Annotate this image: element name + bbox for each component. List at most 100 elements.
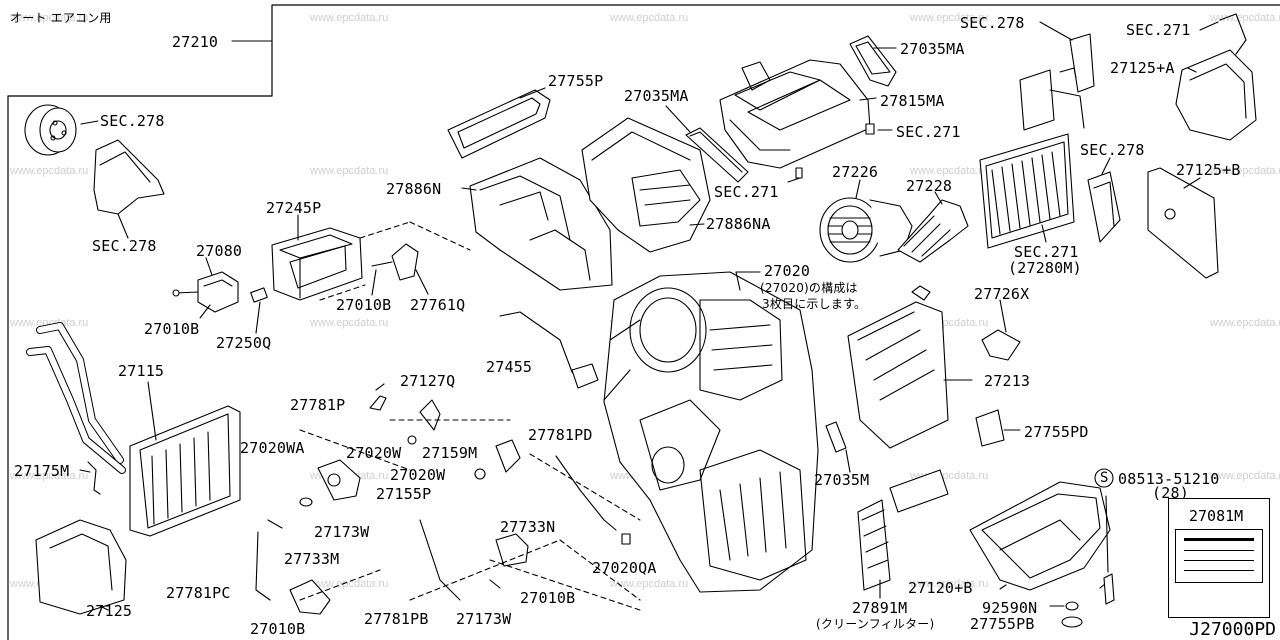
watermark: www.epcdata.ru xyxy=(10,470,89,482)
watermark: www.epcdata.ru xyxy=(10,12,89,24)
part-label-sec271[interactable]: SEC.271 xyxy=(1014,243,1079,261)
foot-frame-icon xyxy=(271,214,471,301)
part-label-27081M: 27081M xyxy=(1189,507,1244,525)
part-label-27781P[interactable]: 27781P xyxy=(290,396,346,414)
part-label-27173W[interactable]: 27173W xyxy=(456,610,512,628)
watermark: www.epcdata.ru xyxy=(10,165,89,177)
part-label-27125-a[interactable]: 27125+A xyxy=(1110,59,1175,77)
part-label-27815MA[interactable]: 27815MA xyxy=(880,92,945,110)
frame-border xyxy=(7,4,1280,640)
part-label-27781PB[interactable]: 27781PB xyxy=(364,610,429,628)
intake-housing-icon xyxy=(461,157,613,291)
part-label-27020WA[interactable]: 27020WA xyxy=(240,439,305,457)
watermark: www.epcdata.ru xyxy=(310,12,389,24)
circle-s-marker xyxy=(1094,468,1114,488)
door-actuator-icon xyxy=(267,519,529,615)
evaporator-core-icon xyxy=(979,69,1085,249)
part-label-27886N[interactable]: 27886N xyxy=(386,180,442,198)
foot-duct-icon xyxy=(93,139,165,239)
part-label-08513-51210[interactable]: 08513-51210 xyxy=(1118,470,1220,488)
part-label-27115[interactable]: 27115 xyxy=(118,362,165,380)
part-label-27280M[interactable]: (27280M) xyxy=(1008,259,1082,277)
lower-duct-icon xyxy=(35,519,127,615)
part-label-sec271[interactable]: SEC.271 xyxy=(1126,21,1191,39)
watermark: www.epcdata.ru xyxy=(910,165,989,177)
part-label-27781PC[interactable]: 27781PC xyxy=(166,584,231,602)
part-label-27020W[interactable]: 27020W xyxy=(346,444,402,462)
seal-frame-icon xyxy=(447,87,551,159)
assembly-note: (27020)の構成は xyxy=(760,281,858,295)
filter-cover-icon xyxy=(847,285,973,449)
card-line xyxy=(1184,560,1254,561)
seal-ring-icon xyxy=(849,35,897,87)
part-label-27020[interactable]: 27020 xyxy=(764,262,811,280)
part-label-sec271[interactable]: SEC.271 xyxy=(896,123,961,141)
watermark: www.epcdata.ru xyxy=(910,578,989,590)
blower-disc-icon xyxy=(24,104,99,156)
part-label-27159M[interactable]: 27159M xyxy=(422,444,478,462)
part-label-92590N[interactable]: 92590N xyxy=(982,599,1038,617)
drain-tray-icon xyxy=(969,481,1111,591)
part-label-27226[interactable]: 27226 xyxy=(832,163,879,181)
part-label-27455[interactable]: 27455 xyxy=(486,358,533,376)
part-label-27125[interactable]: 27125 xyxy=(86,602,133,620)
part-label-27250Q[interactable]: 27250Q xyxy=(216,334,272,352)
card-line xyxy=(1184,550,1254,551)
part-label-27127Q[interactable]: 27127Q xyxy=(400,372,456,390)
diagram-id: J27000PD xyxy=(1189,619,1276,640)
part-label-27175M[interactable]: 27175M xyxy=(14,462,70,480)
watermark: www.epcdata.ru xyxy=(910,12,989,24)
part-label-27020QA[interactable]: 27020QA xyxy=(592,559,657,577)
bolt-icon xyxy=(1103,495,1115,605)
part-label-27726X[interactable]: 27726X xyxy=(974,285,1030,303)
part-label-27010B[interactable]: 27010B xyxy=(520,589,576,607)
part-label-27010B[interactable]: 27010B xyxy=(336,296,392,314)
part-label-27761Q[interactable]: 27761Q xyxy=(410,296,466,314)
part-label-27733N[interactable]: 27733N xyxy=(500,518,556,536)
part-label-27245P[interactable]: 27245P xyxy=(266,199,322,217)
part-label-27120-b[interactable]: 27120+B xyxy=(908,579,973,597)
part-label-27228[interactable]: 27228 xyxy=(906,177,953,195)
watermark: www.epcdata.ru xyxy=(310,317,389,329)
part-label-27155P[interactable]: 27155P xyxy=(376,485,432,503)
part-label-sec278[interactable]: SEC.278 xyxy=(92,237,157,255)
part-label-27020W[interactable]: 27020W xyxy=(390,466,446,484)
part-label-27733M[interactable]: 27733M xyxy=(284,550,340,568)
part-label-27035MA[interactable]: 27035MA xyxy=(624,87,689,105)
hvac-unit-icon xyxy=(603,271,819,593)
cable-rod-icon xyxy=(255,311,631,601)
part-label-sec278[interactable]: SEC.278 xyxy=(1080,141,1145,159)
part-label-27213[interactable]: 27213 xyxy=(984,372,1031,390)
part-label-27173W[interactable]: 27173W xyxy=(314,523,370,541)
part-label-27886NA[interactable]: 27886NA xyxy=(706,215,771,233)
part-label-sec271[interactable]: SEC.271 xyxy=(714,183,779,201)
part-label-27755PD[interactable]: 27755PD xyxy=(1024,423,1089,441)
part-label-27125-b[interactable]: 27125+B xyxy=(1176,161,1241,179)
heater-core-icon xyxy=(26,322,241,537)
label-card-27081m[interactable]: 27081M xyxy=(1168,498,1270,618)
part-label-27781PD[interactable]: 27781PD xyxy=(528,426,593,444)
side-cover-icon xyxy=(1147,167,1219,279)
part-label-27010B[interactable]: 27010B xyxy=(144,320,200,338)
part-label-27035M[interactable]: 27035M xyxy=(814,471,870,489)
assembly-guide-lines xyxy=(299,453,641,611)
watermark: www.epcdata.ru xyxy=(1210,12,1280,24)
watermark: www.epcdata.ru xyxy=(1210,165,1280,177)
filter-note: (クリーンフィルター) xyxy=(816,617,935,631)
part-label-27755P[interactable]: 27755P xyxy=(548,72,604,90)
part-label-sec278[interactable]: SEC.278 xyxy=(100,112,165,130)
part-label-27080[interactable]: 27080 xyxy=(196,242,243,260)
grommet-icon xyxy=(1049,601,1083,628)
part-label-27891M[interactable]: 27891M xyxy=(852,599,908,617)
part-label-27035MA[interactable]: 27035MA xyxy=(900,40,965,58)
part-label-27210[interactable]: 27210 xyxy=(172,33,219,51)
page-title: オート エアコン用 xyxy=(10,11,112,25)
part-label-27010B[interactable]: 27010B xyxy=(250,620,306,638)
part-label-sec278[interactable]: SEC.278 xyxy=(960,14,1025,32)
card-line xyxy=(1184,570,1254,571)
card-line xyxy=(1184,538,1254,541)
mode-actuator-icon xyxy=(371,243,429,296)
part-label-27755PB[interactable]: 27755PB xyxy=(970,615,1035,633)
